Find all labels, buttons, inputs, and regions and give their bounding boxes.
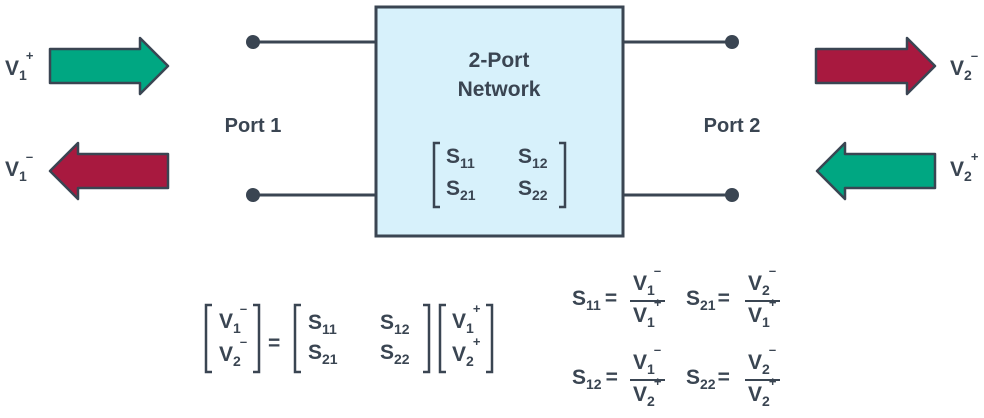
port1-bottom-terminal: [246, 188, 260, 202]
eq-v1-plus: V1+: [452, 301, 481, 336]
s22-symbol: S22: [518, 177, 548, 203]
eq-equals: =: [268, 332, 280, 355]
v1-reflected-arrow-icon: [48, 141, 170, 201]
def-s21-num: V2–: [748, 263, 776, 298]
eq-v2-plus: V2+: [452, 334, 481, 369]
eq-v2-minus: V2–: [219, 334, 247, 369]
matrix-equation: [204, 303, 494, 374]
port1-top-terminal: [246, 35, 260, 49]
eq-s11: S11: [308, 311, 337, 337]
s11-symbol: S11: [446, 145, 475, 171]
def-s22-den: V2+: [748, 374, 777, 409]
right-bracket: [559, 141, 567, 209]
def-s11-den: V1+: [633, 295, 662, 330]
def-s21: S21=: [686, 287, 730, 313]
eq-s22: S22: [380, 341, 410, 367]
network-title-line2: Network: [458, 78, 541, 101]
network-title-line1: 2-Port: [469, 49, 530, 72]
s21-symbol: S21: [446, 177, 476, 203]
def-s11-num: V1–: [633, 263, 661, 298]
def-s22: S22=: [686, 366, 730, 392]
def-s12-num: V1–: [633, 342, 661, 377]
def-s11: S11=: [572, 287, 617, 313]
def-s12-den: V2+: [633, 374, 662, 409]
eq-s21: S21: [308, 341, 338, 367]
v1-plus-label: V1+: [5, 48, 34, 83]
s12-symbol: S12: [518, 145, 548, 171]
v1-incident-arrow-icon: [48, 36, 170, 96]
v1-minus-label: V1–: [5, 149, 33, 184]
port2-top-terminal: [725, 35, 739, 49]
port2-label: Port 2: [704, 115, 761, 137]
v2-incident-arrow-icon: [815, 141, 937, 201]
box-s-matrix: S11 S12 S21 S22: [432, 141, 567, 209]
port1-label: Port 1: [225, 115, 282, 137]
def-s22-num: V2–: [748, 342, 776, 377]
port-wires: [253, 40, 732, 197]
eq-s12: S12: [380, 311, 410, 337]
v2-reflected-arrow-icon: [814, 36, 937, 96]
left-bracket: [432, 141, 440, 209]
v2-plus-label: V2+: [950, 149, 979, 184]
eq-v1-minus: V1–: [219, 301, 247, 336]
port2-bottom-terminal: [725, 188, 739, 202]
v2-minus-label: V2–: [950, 48, 978, 83]
def-s12: S12=: [572, 366, 618, 392]
network-box: [374, 5, 625, 238]
fraction-bars: [630, 300, 780, 381]
def-s21-den: V1+: [748, 295, 777, 330]
